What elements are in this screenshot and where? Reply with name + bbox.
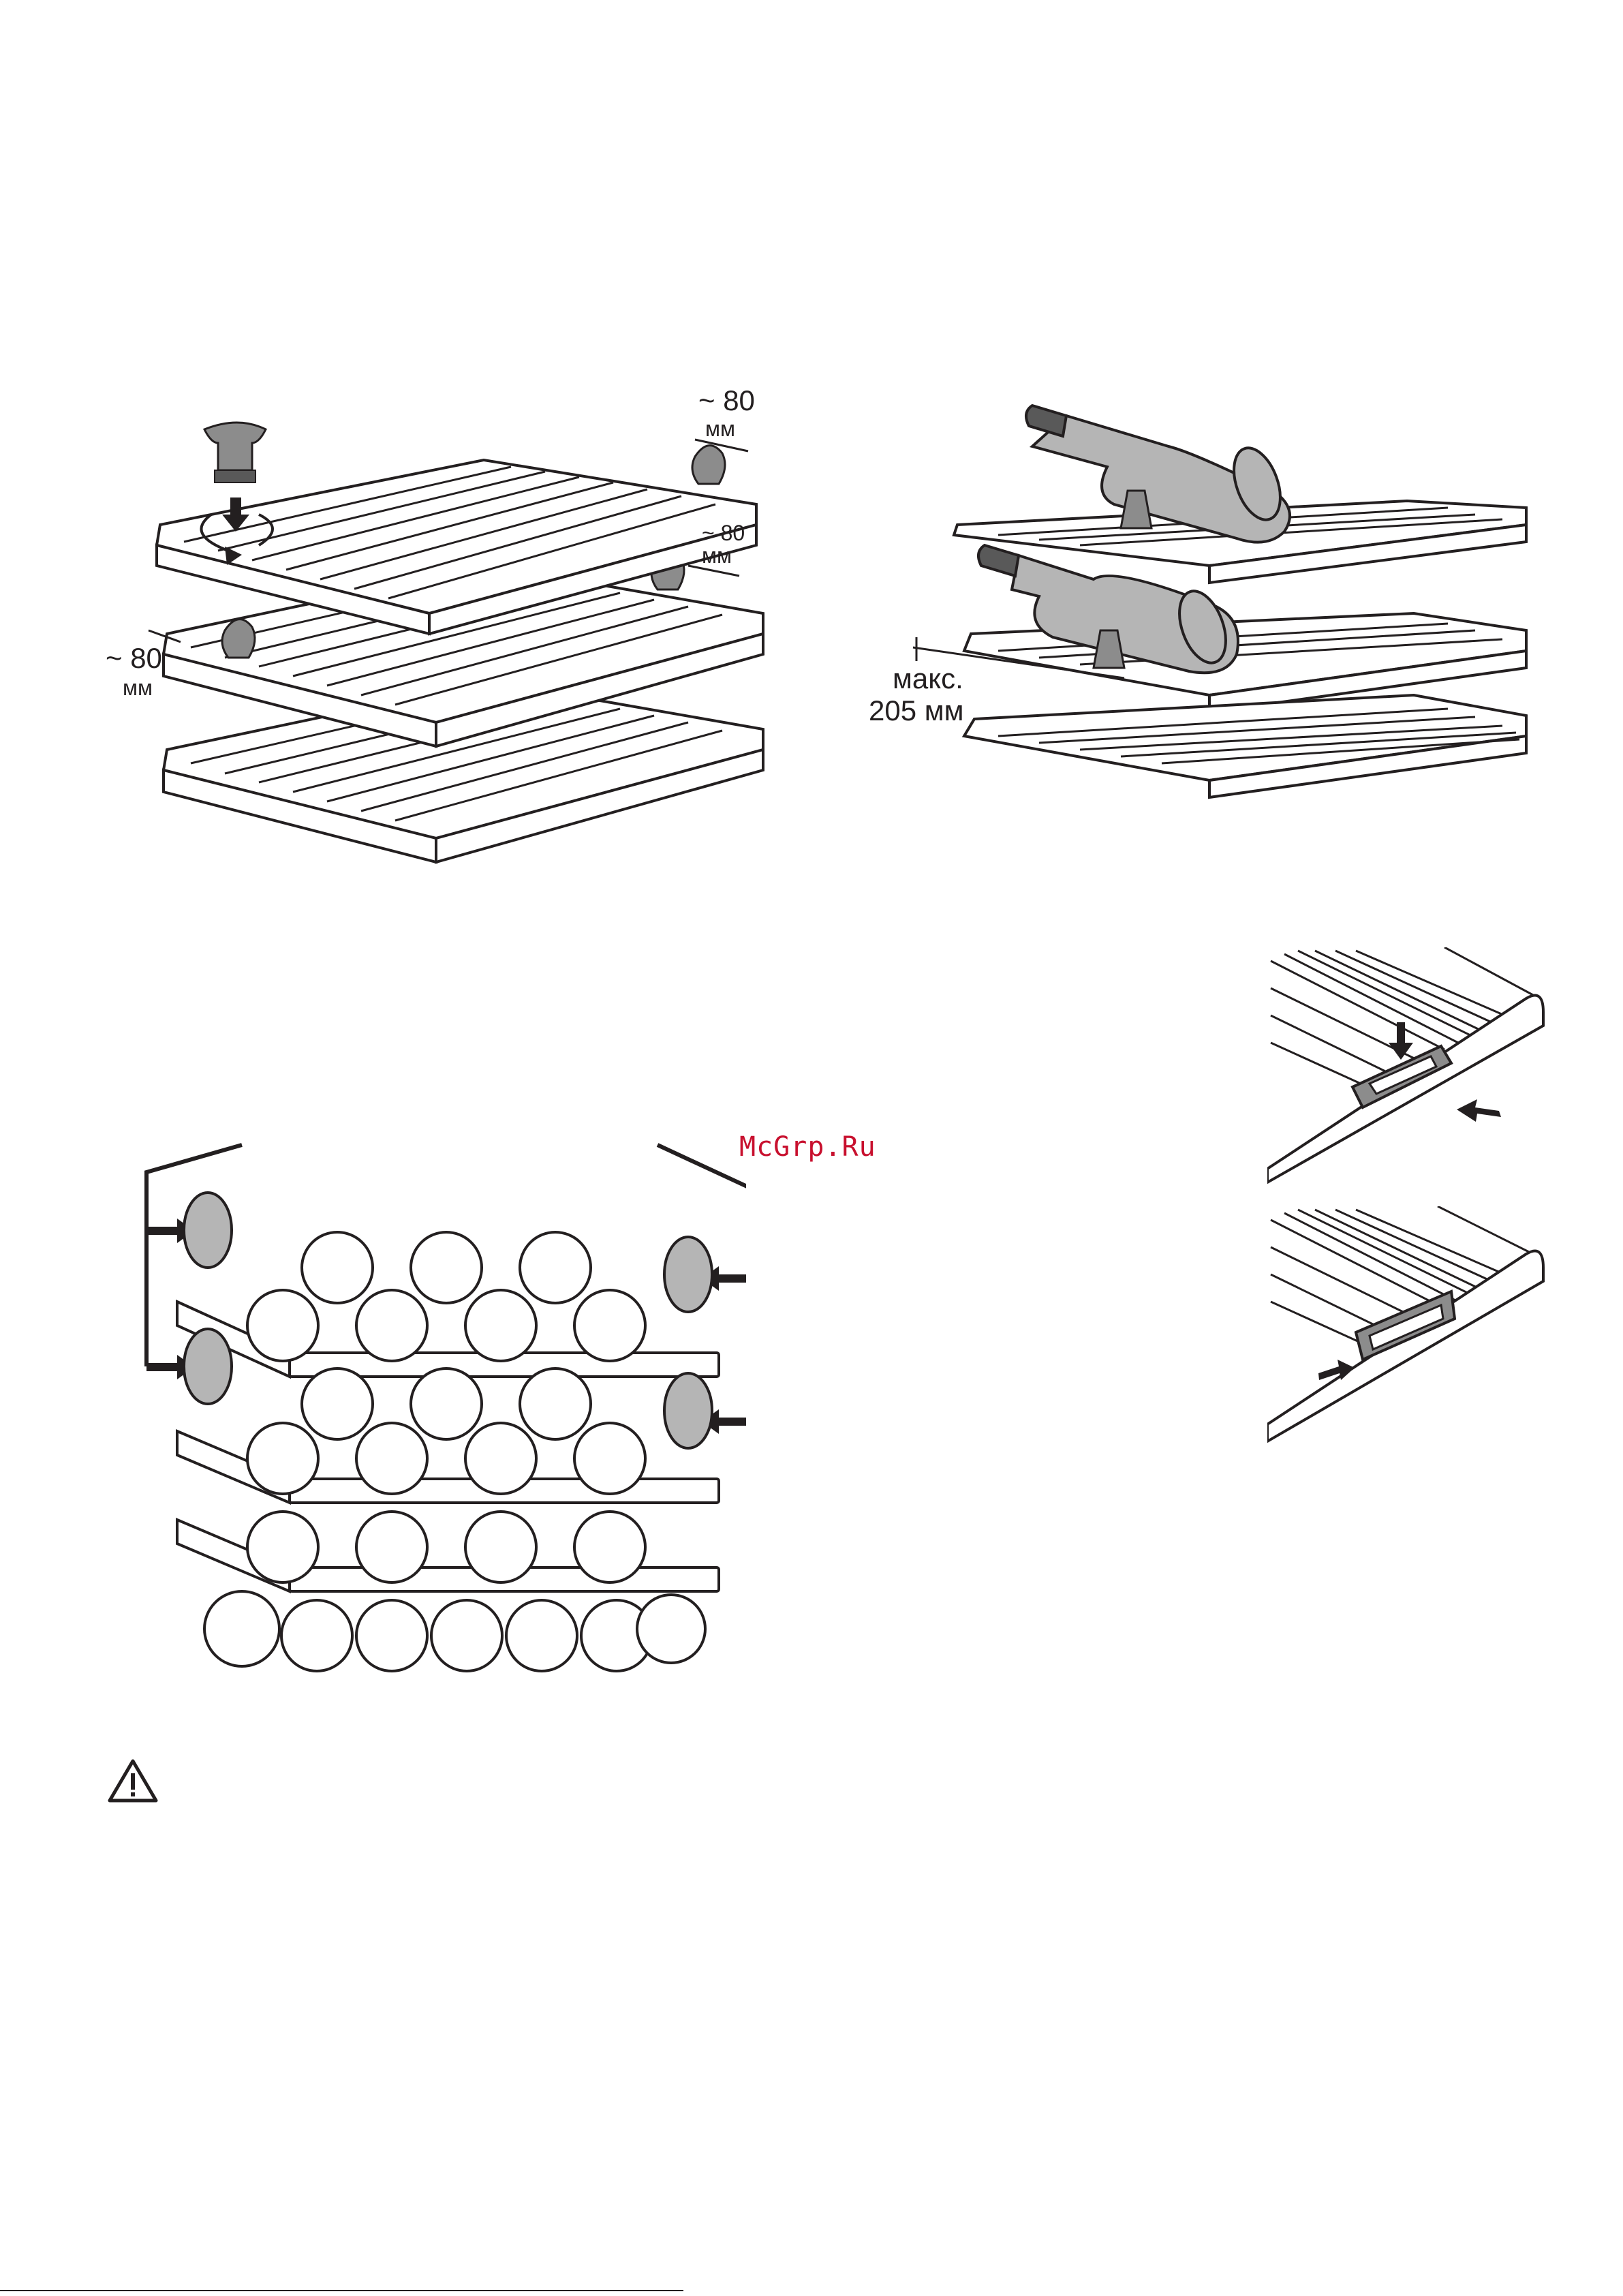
figure-clip-attach bbox=[1267, 947, 1554, 1186]
clip-attach-drawing bbox=[1267, 947, 1554, 1186]
bottom-rule bbox=[0, 2290, 683, 2291]
bottle-stacking-drawing bbox=[133, 1131, 746, 1697]
dimension-unit-left: мм bbox=[123, 676, 153, 700]
figure-shelf-supports: ~ 80 мм ~ 80 мм ~ 80 мм bbox=[102, 375, 770, 879]
clip-slide-drawing bbox=[1267, 1206, 1554, 1452]
dimension-unit-mid-right: мм bbox=[702, 544, 732, 568]
figure-bottle-stacking: McGrp.Ru bbox=[133, 1131, 746, 1697]
max-distance-value: 205 мм bbox=[869, 695, 964, 726]
max-distance-label: макс. bbox=[893, 663, 963, 694]
watermark-text: McGrp.Ru bbox=[739, 1131, 876, 1163]
bottle-spacing-drawing bbox=[862, 388, 1543, 838]
dimension-unit-top-right: мм bbox=[705, 417, 735, 441]
dimension-label-mid-right: ~ 80 bbox=[702, 521, 745, 545]
warning-triangle-icon bbox=[107, 1758, 159, 1803]
dimension-label-left: ~ 80 bbox=[106, 643, 162, 674]
figure-bottle-spacing: макс. 205 мм bbox=[862, 388, 1543, 838]
dimension-label-top-right: ~ 80 bbox=[698, 385, 755, 416]
figure-clip-slide bbox=[1267, 1206, 1554, 1452]
shelf-supports-drawing bbox=[102, 375, 770, 879]
